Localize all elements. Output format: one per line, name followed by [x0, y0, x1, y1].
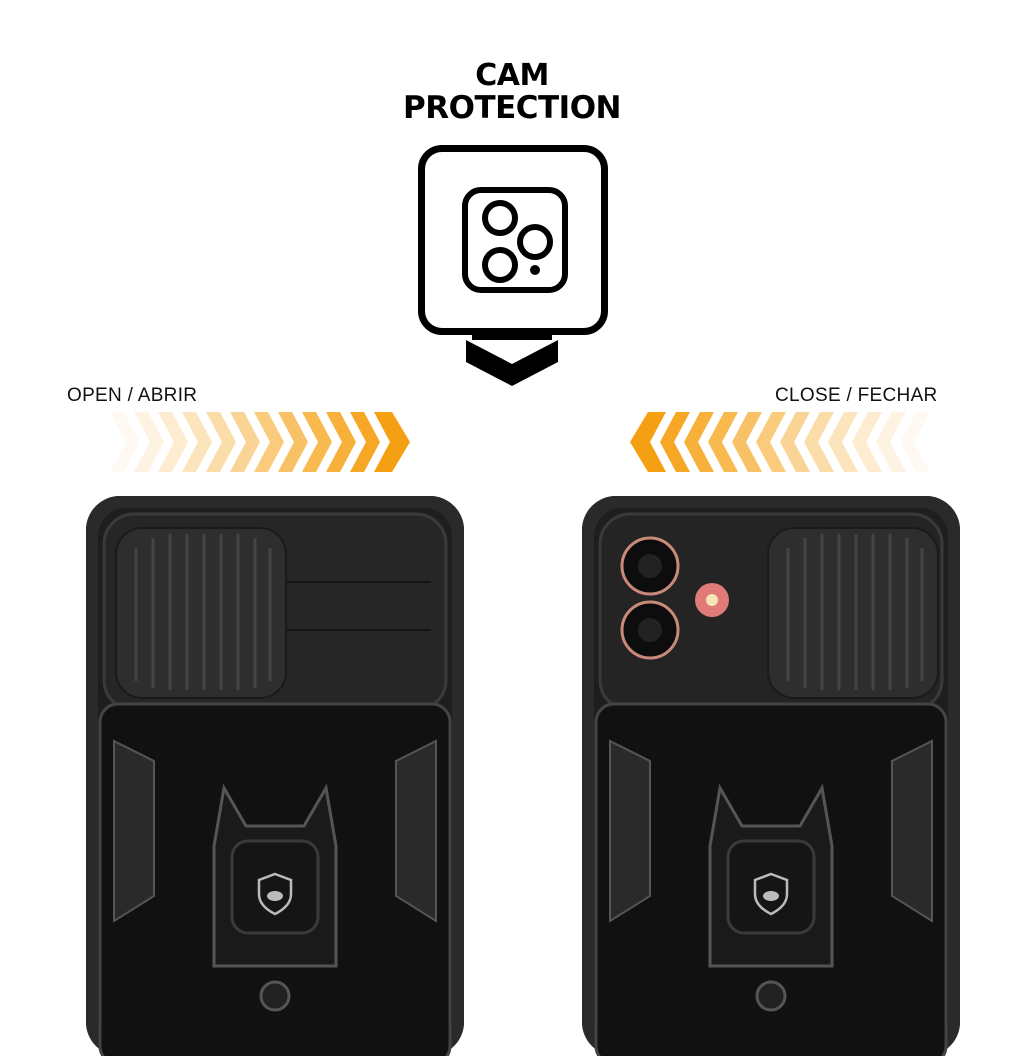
chevron-down-icon	[466, 330, 558, 386]
open-label: OPEN / ABRIR	[67, 385, 198, 406]
header-title-line1: CAM	[475, 58, 549, 93]
phone-case-closed	[582, 496, 960, 1056]
close-arrows-icon	[630, 412, 930, 472]
camera-badge	[418, 145, 608, 335]
open-arrows-icon	[110, 412, 410, 472]
camera-slider	[767, 527, 939, 699]
gorilla-shield-logo	[257, 872, 293, 916]
gorilla-shield-logo	[753, 872, 789, 916]
close-label: CLOSE / FECHAR	[775, 385, 938, 406]
camera-lenses	[620, 536, 729, 660]
camera-slider	[115, 527, 287, 699]
header-title-line2: PROTECTION	[403, 90, 622, 126]
phone-case-open	[86, 496, 464, 1056]
camera-module-icon	[462, 187, 568, 293]
